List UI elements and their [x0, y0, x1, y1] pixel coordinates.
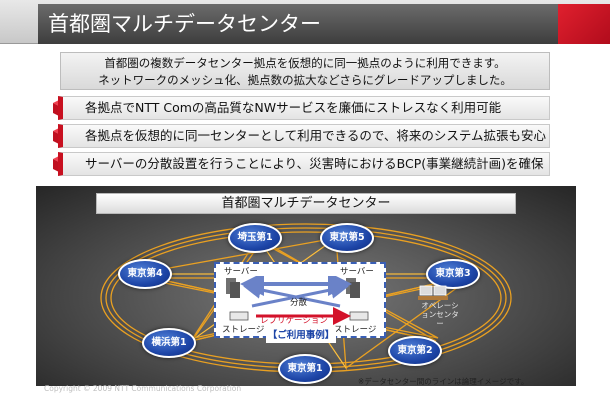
copyright-text: Copyright © 2009 NTT Communications Corp… [44, 384, 242, 393]
diagram-title: 首都圏マルチデータセンター [96, 193, 516, 214]
bullet-item-2: 各拠点を仮想的に同一センターとして利用できるので、将来のシステム拡張も安心 [58, 124, 550, 148]
usage-example-label: 【ご利用事例】 [266, 328, 336, 343]
bullet-item-3: サーバーの分散設置を行うことにより、災害時におけるBCP(事業継続計画)を確保 [58, 152, 550, 176]
accent-block [558, 4, 610, 44]
datacenter-node-tokyo-2: 東京第2 [388, 336, 442, 366]
datacenter-node-tokyo-5: 東京第5 [320, 223, 374, 253]
storage-label-right: ストレージ [334, 325, 377, 335]
server-label-right: サーバー [340, 267, 374, 277]
datacenter-node-yokohama-1: 横浜第1 [142, 328, 196, 358]
intro-box: 首都圏の複数データセンター拠点を仮想的に同一拠点のように利用できます。 ネットワ… [60, 52, 550, 90]
diagram-note: ※データセンター間のラインは論理イメージです。 [358, 377, 529, 386]
bullet-item-1: 各拠点でNTT Comの高品質なNWサービスを廉価にストレスなく利用可能 [58, 96, 550, 120]
title-bar: 首都圏マルチデータセンター [0, 0, 610, 44]
operation-center-icon [418, 285, 448, 300]
intro-line-2: ネットワークのメッシュ化、拠点数の拡大などさらにグレードアップしました。 [98, 73, 512, 87]
intro-line-1: 首都圏の複数データセンター拠点を仮想的に同一拠点のように利用できます。 [104, 56, 506, 70]
operation-center-label: オペレーションセンター [421, 301, 459, 328]
distribution-arrows [226, 276, 369, 325]
datacenter-node-saitama-1: 埼玉第1 [228, 223, 282, 253]
datacenter-node-tokyo-3: 東京第3 [426, 259, 480, 289]
storage-label-left: ストレージ [222, 325, 265, 335]
distribution-label: 分散 [290, 298, 308, 308]
server-label-left: サーバー [224, 267, 258, 277]
datacenter-node-tokyo-1: 東京第1 [278, 354, 332, 384]
datacenter-node-tokyo-4: 東京第4 [118, 259, 172, 289]
page-title: 首都圏マルチデータセンター [38, 4, 558, 44]
replication-label: レプリケーション [260, 316, 328, 326]
